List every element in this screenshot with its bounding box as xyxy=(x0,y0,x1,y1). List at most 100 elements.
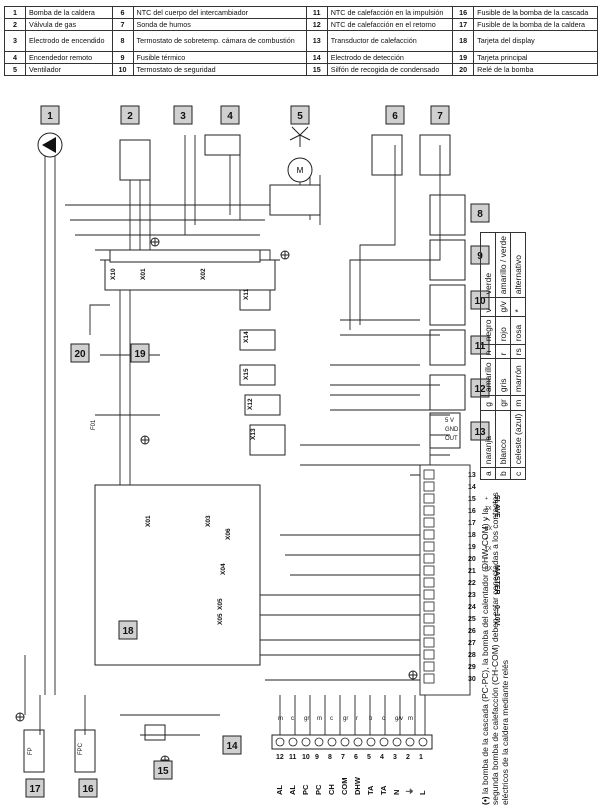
terminal-number: 6 xyxy=(354,754,358,761)
badge-6: 6 xyxy=(385,105,405,125)
legend-number: 17 xyxy=(452,18,475,31)
legend-number: 15 xyxy=(305,63,328,76)
color-name: amarillo xyxy=(480,358,496,396)
legend-text: Bomba de la caldera xyxy=(25,6,113,19)
strip-number: 25 xyxy=(468,616,476,623)
legend-number: 4 xyxy=(4,51,26,64)
legend-text: Termostato de sobretemp. cámara de combu… xyxy=(132,30,307,52)
badge-number: 5 xyxy=(297,111,303,122)
badge-number: 7 xyxy=(437,111,443,122)
transducer-pin-label: GND xyxy=(445,427,459,433)
tx-rx-label: + xyxy=(485,536,488,542)
terminal-label: N xyxy=(392,790,401,795)
connector-blocks xyxy=(94,134,321,666)
color-code: b xyxy=(495,467,511,480)
slave-label: SLAVE xyxy=(493,495,500,518)
badge-number: 9 xyxy=(477,251,483,262)
terminal-screw xyxy=(301,737,311,747)
terminal-wire-color: b xyxy=(369,716,373,722)
legend-text: Tarjeta principal xyxy=(473,51,598,64)
strip-terminal xyxy=(423,493,435,504)
note-marker: (•) xyxy=(480,796,490,805)
badge-15: 15 xyxy=(153,760,173,780)
terminal-wire-color: c xyxy=(382,716,385,722)
range-label: 0~10V xyxy=(493,605,500,626)
badge-number: 8 xyxy=(477,209,483,220)
legend-number: 20 xyxy=(452,63,475,76)
terminal-wire-color: r xyxy=(356,716,358,722)
badge-number: 2 xyxy=(127,111,133,122)
terminal-screw xyxy=(353,737,363,747)
strip-number: 16 xyxy=(468,508,476,515)
terminal-number: 4 xyxy=(380,754,384,761)
legend-number: 13 xyxy=(305,30,328,52)
terminal-wire-color: c xyxy=(330,716,333,722)
terminal-screw xyxy=(418,737,428,747)
legend-number: 9 xyxy=(111,51,134,64)
legend-number: 11 xyxy=(305,6,328,19)
terminal-number: 5 xyxy=(367,754,371,761)
legend-text: Silfón de recogida de condensado xyxy=(326,63,454,76)
connector-label: X01 xyxy=(140,268,147,280)
badge-11: 11 xyxy=(470,335,490,355)
terminal-screw xyxy=(288,737,298,747)
relay-note: (•) la bomba de la cascada (PC-PC), la b… xyxy=(480,475,510,805)
legend-text: Fusible térmico xyxy=(132,51,307,64)
legend-number: 5 xyxy=(4,63,26,76)
color-name: amarillo / verde xyxy=(495,232,511,298)
strip-number: 27 xyxy=(468,640,476,647)
color-code: n xyxy=(480,344,496,359)
terminal-number: 3 xyxy=(393,754,397,761)
badge-number: 4 xyxy=(227,111,233,122)
strip-terminal xyxy=(423,661,435,672)
legend-text: Sonda de humos xyxy=(132,18,307,31)
terminal-screw xyxy=(392,737,402,747)
terminal-label: L xyxy=(418,790,427,795)
legend-text: Tarjeta del display xyxy=(473,30,598,52)
svg-text:M: M xyxy=(297,166,304,175)
legend-text: Fusible de la bomba de la caldera xyxy=(473,18,598,31)
legend-text: Electrodo de encendido xyxy=(25,30,113,52)
terminal-number: 10 xyxy=(302,754,310,761)
legend-text: Encendedor remoto xyxy=(25,51,113,64)
color-code: g/v xyxy=(495,297,511,317)
terminal-screw xyxy=(379,737,389,747)
transducer-pin-label: OUT xyxy=(445,436,458,442)
strip-terminal xyxy=(423,481,435,492)
badge-number: 19 xyxy=(134,349,146,360)
legend-text: Transductor de calefacción xyxy=(326,30,454,52)
tx-rx-label: TX xyxy=(485,506,492,512)
badge-number: 12 xyxy=(474,384,486,395)
connector-label: X12 xyxy=(247,398,254,410)
terminal-label: AL xyxy=(288,785,297,795)
badge-number: 14 xyxy=(226,741,238,752)
legend-number: 8 xyxy=(111,30,134,52)
strip-number: 20 xyxy=(468,556,476,563)
legend-number: 2 xyxy=(4,18,26,31)
badge-3: 3 xyxy=(173,105,193,125)
rotated-notes: (•) la bomba de la cascada (PC-PC), la b… xyxy=(480,232,588,805)
fan-icon: M xyxy=(287,126,313,183)
badge-4: 4 xyxy=(220,105,240,125)
terminal-screw xyxy=(275,737,285,747)
badge-number: 3 xyxy=(180,111,186,122)
strip-number: 22 xyxy=(468,580,476,587)
badge-13: 13 xyxy=(470,421,490,441)
terminal-label: AL xyxy=(275,785,284,795)
color-name: alternativo xyxy=(510,232,526,298)
strip-terminal xyxy=(423,541,435,552)
strip-terminal xyxy=(423,613,435,624)
connector-label: X15 xyxy=(243,368,250,380)
connector-label: X14 xyxy=(243,331,250,343)
tx-rx-label: + xyxy=(485,516,488,522)
badge-number: 13 xyxy=(474,427,486,438)
color-code: a xyxy=(480,467,496,480)
legend-text: NTC de calefacción en la impulsión xyxy=(326,6,454,19)
tx-rx-label: RX xyxy=(485,566,493,572)
